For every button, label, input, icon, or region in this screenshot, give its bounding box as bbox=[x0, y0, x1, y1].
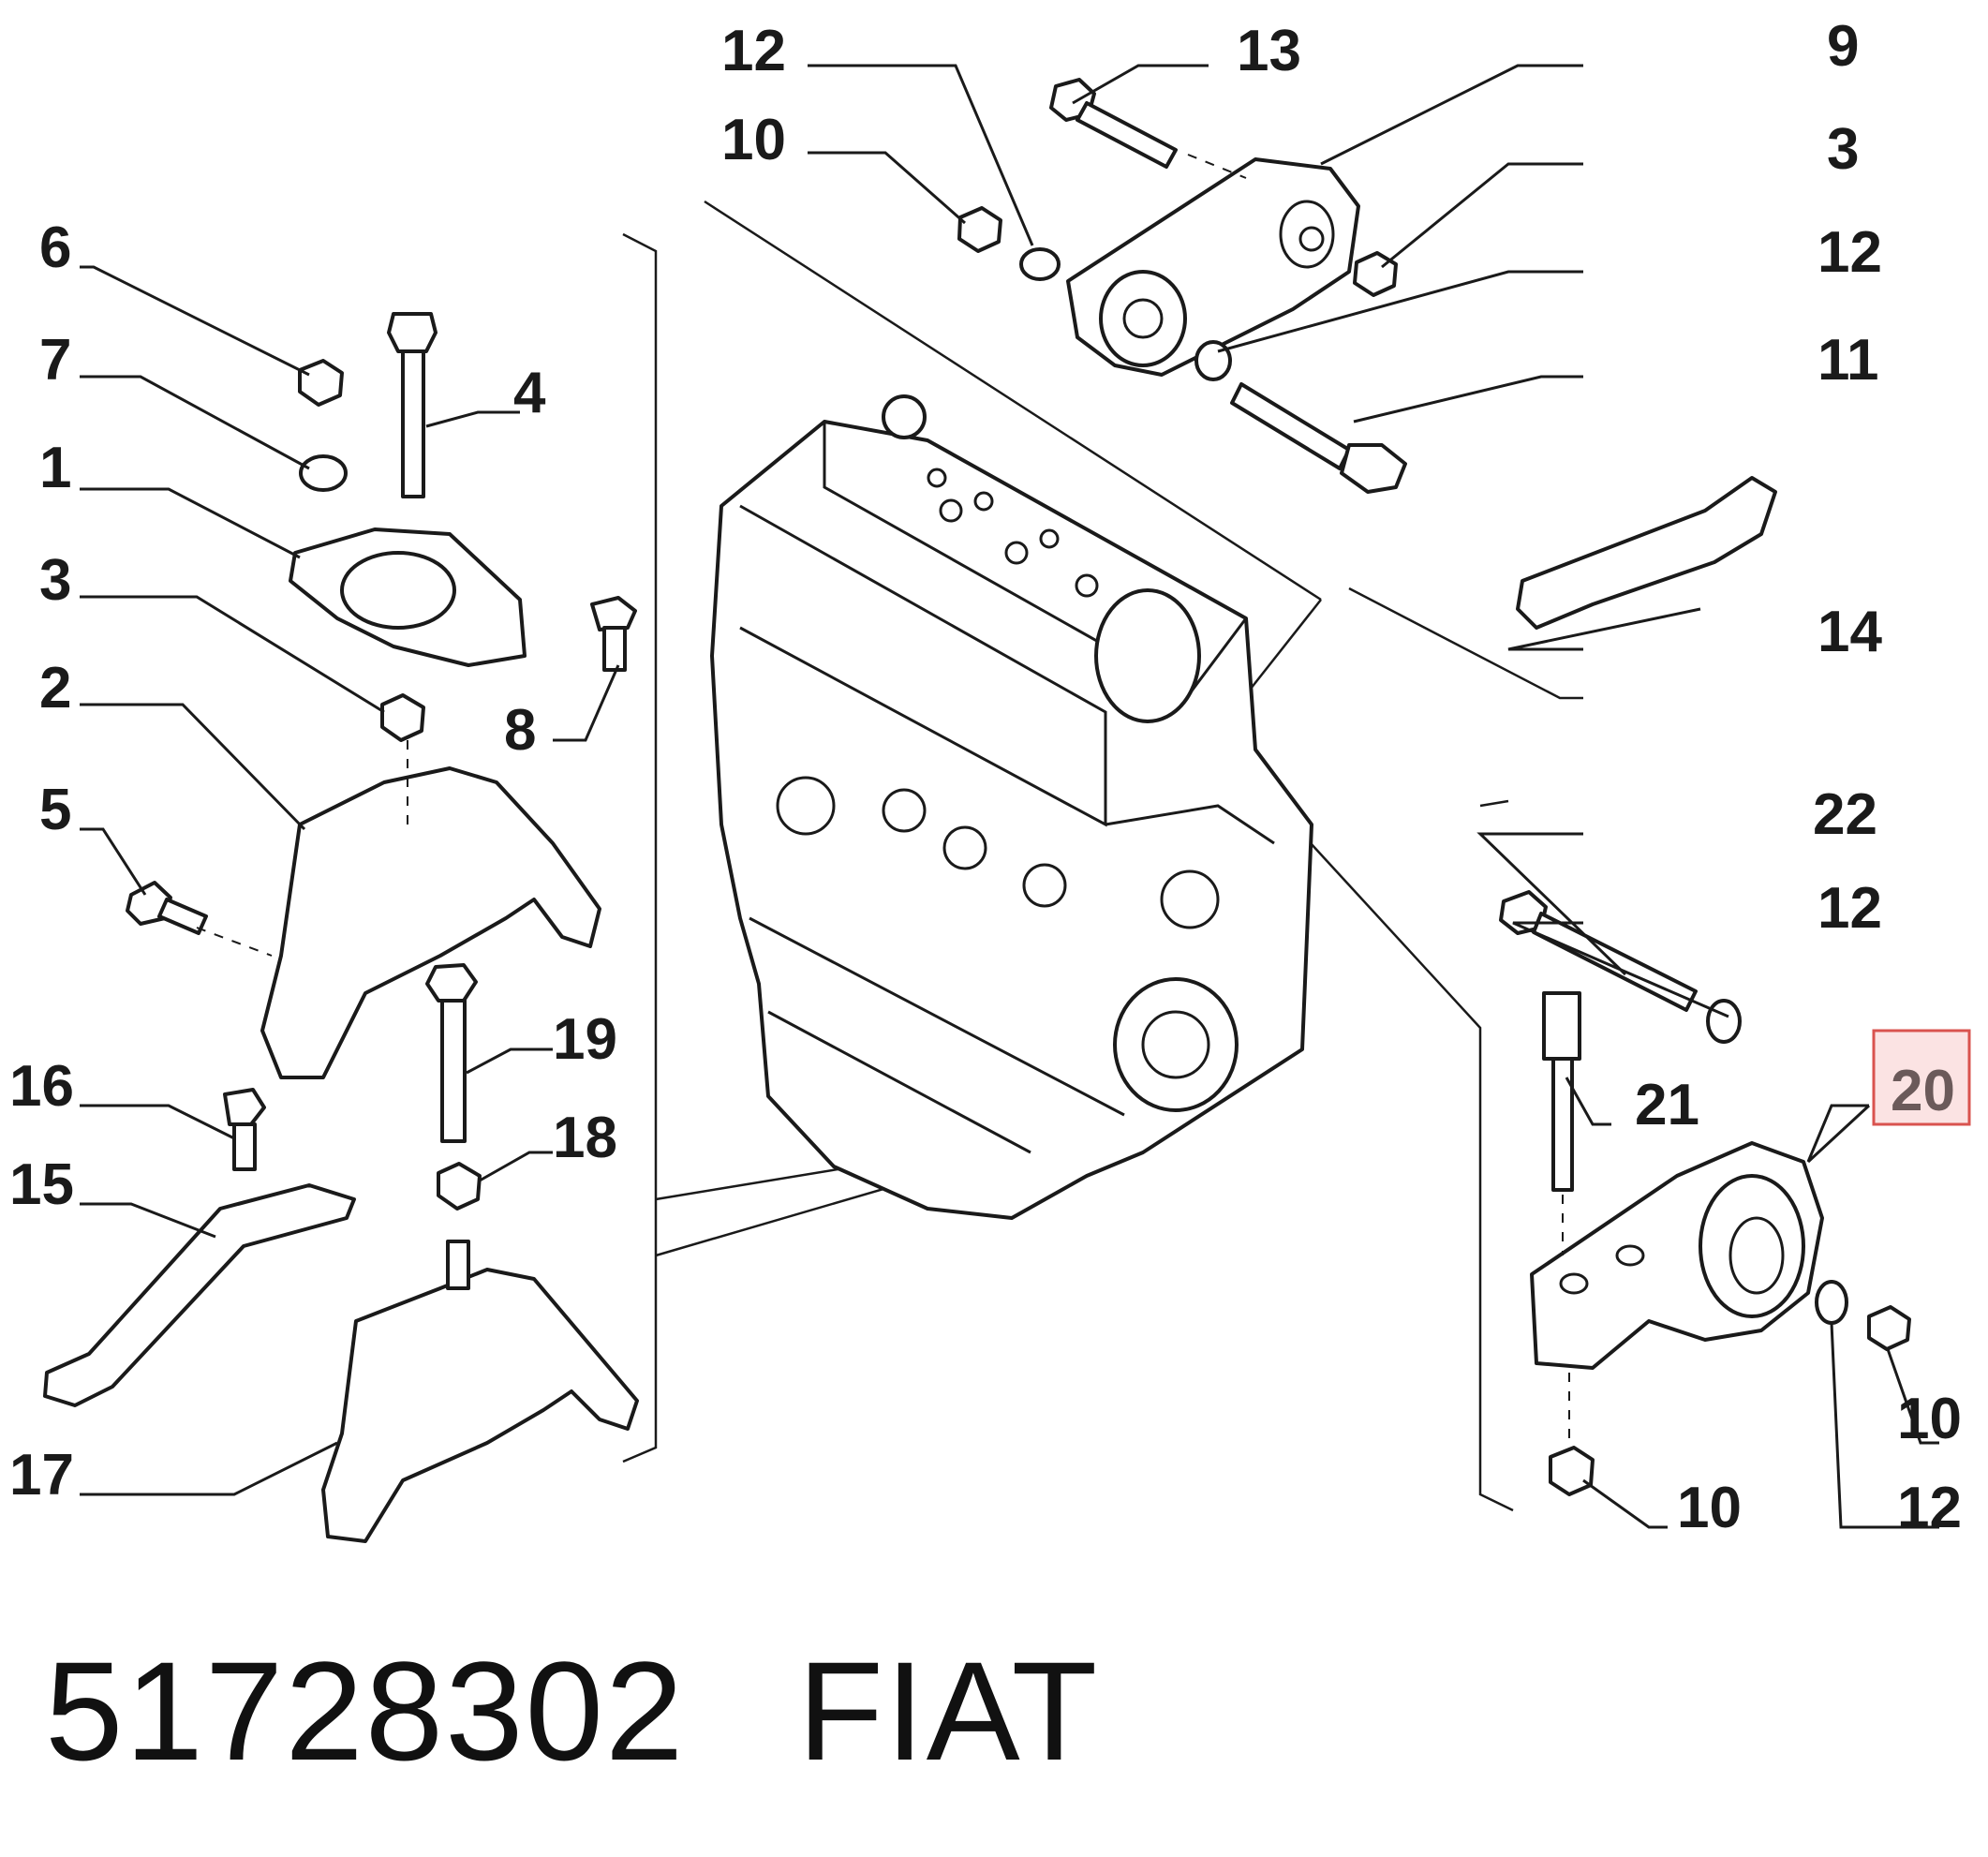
callout-1: 1 bbox=[39, 436, 71, 500]
callout-18: 18 bbox=[553, 1106, 617, 1170]
bolt-19 bbox=[425, 963, 478, 1143]
washer-7 bbox=[299, 454, 348, 492]
torque-rod-mount bbox=[1066, 157, 1360, 377]
bracket-14 bbox=[1516, 476, 1777, 630]
engine-block bbox=[710, 394, 1313, 1220]
stud-21 bbox=[1542, 991, 1581, 1192]
callout-6: 6 bbox=[39, 215, 71, 280]
stud-4 bbox=[387, 312, 438, 498]
callout-13: 13 bbox=[1237, 19, 1301, 83]
callout-9: 9 bbox=[1827, 14, 1859, 79]
bolt-11 bbox=[1230, 382, 1407, 494]
callout-17: 17 bbox=[9, 1443, 74, 1508]
bracket-17 bbox=[321, 1268, 639, 1543]
brand-name: FIAT bbox=[797, 1632, 1100, 1790]
nut-6 bbox=[298, 359, 344, 407]
callout-22: 22 bbox=[1813, 782, 1877, 847]
callout-16: 16 bbox=[9, 1054, 74, 1119]
callout-14: 14 bbox=[1817, 600, 1882, 664]
callout-10-br: 10 bbox=[1897, 1387, 1962, 1451]
callout-3-right: 3 bbox=[1827, 117, 1859, 182]
nut-10-br bbox=[1867, 1305, 1911, 1351]
callout-8: 8 bbox=[504, 698, 536, 763]
bolt-5 bbox=[126, 881, 208, 935]
callout-12-right: 12 bbox=[1817, 220, 1882, 285]
washer-12-right bbox=[1194, 340, 1232, 381]
callout-20: 20 bbox=[1891, 1059, 1955, 1123]
callout-19: 19 bbox=[553, 1007, 617, 1072]
mount-1 bbox=[289, 527, 527, 667]
callout-21: 21 bbox=[1635, 1073, 1699, 1137]
bolt-13 bbox=[1049, 78, 1178, 169]
callout-7: 7 bbox=[39, 328, 71, 393]
footer-caption: 51728302 FIAT bbox=[45, 1630, 1099, 1792]
part-number: 51728302 bbox=[45, 1632, 686, 1790]
assembly-guides bbox=[196, 154, 1570, 1443]
bracket-2 bbox=[260, 766, 601, 1079]
nut-10-bottom bbox=[1549, 1446, 1595, 1496]
bolt-22 bbox=[1499, 890, 1698, 1012]
washer-12-mid bbox=[1706, 999, 1742, 1044]
callout-12-top: 12 bbox=[721, 19, 786, 83]
callout-15: 15 bbox=[9, 1152, 74, 1217]
callout-11: 11 bbox=[1817, 328, 1879, 393]
washer-12-br bbox=[1815, 1280, 1848, 1325]
engine-mount-20 bbox=[1530, 1141, 1824, 1370]
nut-3-left bbox=[380, 693, 425, 742]
callout-12-br: 12 bbox=[1897, 1476, 1962, 1540]
nut-18 bbox=[437, 1162, 482, 1211]
nut-10-top bbox=[957, 206, 1002, 253]
callout-labels: 12 13 9 10 3 12 11 6 7 4 1 3 8 2 5 14 22… bbox=[9, 14, 1962, 1540]
stud-17 bbox=[446, 1240, 470, 1290]
callout-12-mid: 12 bbox=[1817, 876, 1882, 941]
callout-2: 2 bbox=[39, 656, 71, 721]
bracket-15 bbox=[43, 1183, 356, 1407]
washer-12-top bbox=[1019, 247, 1061, 281]
callout-4: 4 bbox=[513, 361, 546, 425]
bolt-16 bbox=[223, 1088, 266, 1171]
callout-10-bottom: 10 bbox=[1677, 1476, 1742, 1540]
callout-3-left: 3 bbox=[39, 548, 71, 613]
callout-10-top: 10 bbox=[721, 108, 786, 172]
bolt-8 bbox=[590, 596, 637, 672]
leader-lines bbox=[80, 64, 1939, 1529]
callout-5: 5 bbox=[39, 778, 71, 842]
highlight-box-20 bbox=[1872, 1029, 1971, 1126]
